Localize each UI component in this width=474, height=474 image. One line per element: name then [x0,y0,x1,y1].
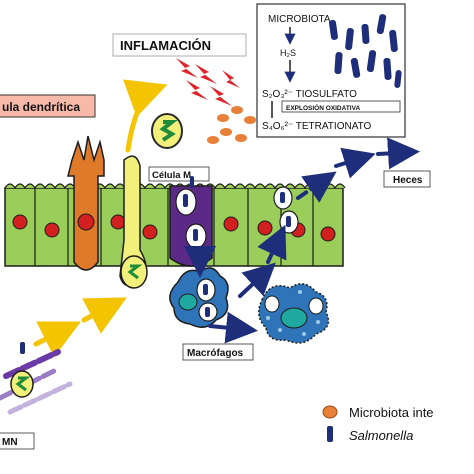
dendritic-cell [67,135,105,271]
dendritic-cell-label-box: ula dendrítica [0,94,96,118]
h2s-label: H₂S [280,48,296,58]
legend: Microbiota inte Salmonella [322,405,434,443]
navy-arrows [184,137,420,344]
macrophages-label-box: Macrófagos [182,343,254,361]
dendritic-cell-label: ula dendrítica [2,100,80,114]
legend-label-microbiota: Microbiota inte [349,405,434,420]
lightning-bolts [176,58,240,106]
macrophages-label: Macrófagos [187,348,244,359]
yellow-immune-cell [119,155,148,289]
salmonella-cluster [329,14,402,88]
microbiota-box: MICROBIOTA H₂S S₂O₃²⁻ TIOSULFATO EXPLOSI… [256,3,406,138]
oxidative-burst-label: EXPLOSIÓN OXIDATIVA [286,103,360,112]
pmn-label: MN [2,437,18,448]
feces-label: Heces [393,175,423,186]
yellow-arrows [33,79,168,358]
m-cell-label: Célula M [152,170,191,181]
feces-label-box: Heces [383,170,431,188]
released-cell [151,113,183,149]
legend-label-salmonella: Salmonella [349,428,413,443]
macrophage-1 [169,267,229,328]
microbiota-title: MICROBIOTA [268,14,331,25]
macrophage-2 [258,283,330,344]
pmn-cells: MN [0,342,73,450]
legend-marker-salmonella [327,426,333,442]
inflammation-label: INFLAMACIÓN [120,38,211,53]
microbiota-dots [207,106,256,144]
thiosulfate-label: S₂O₃²⁻ TIOSULFATO [262,89,357,100]
legend-marker-microbiota [322,405,338,419]
tetrathionate-label: S₄O₆²⁻ TETRATIONATO [262,121,372,132]
inflammation-label-box: INFLAMACIÓN [112,33,247,57]
